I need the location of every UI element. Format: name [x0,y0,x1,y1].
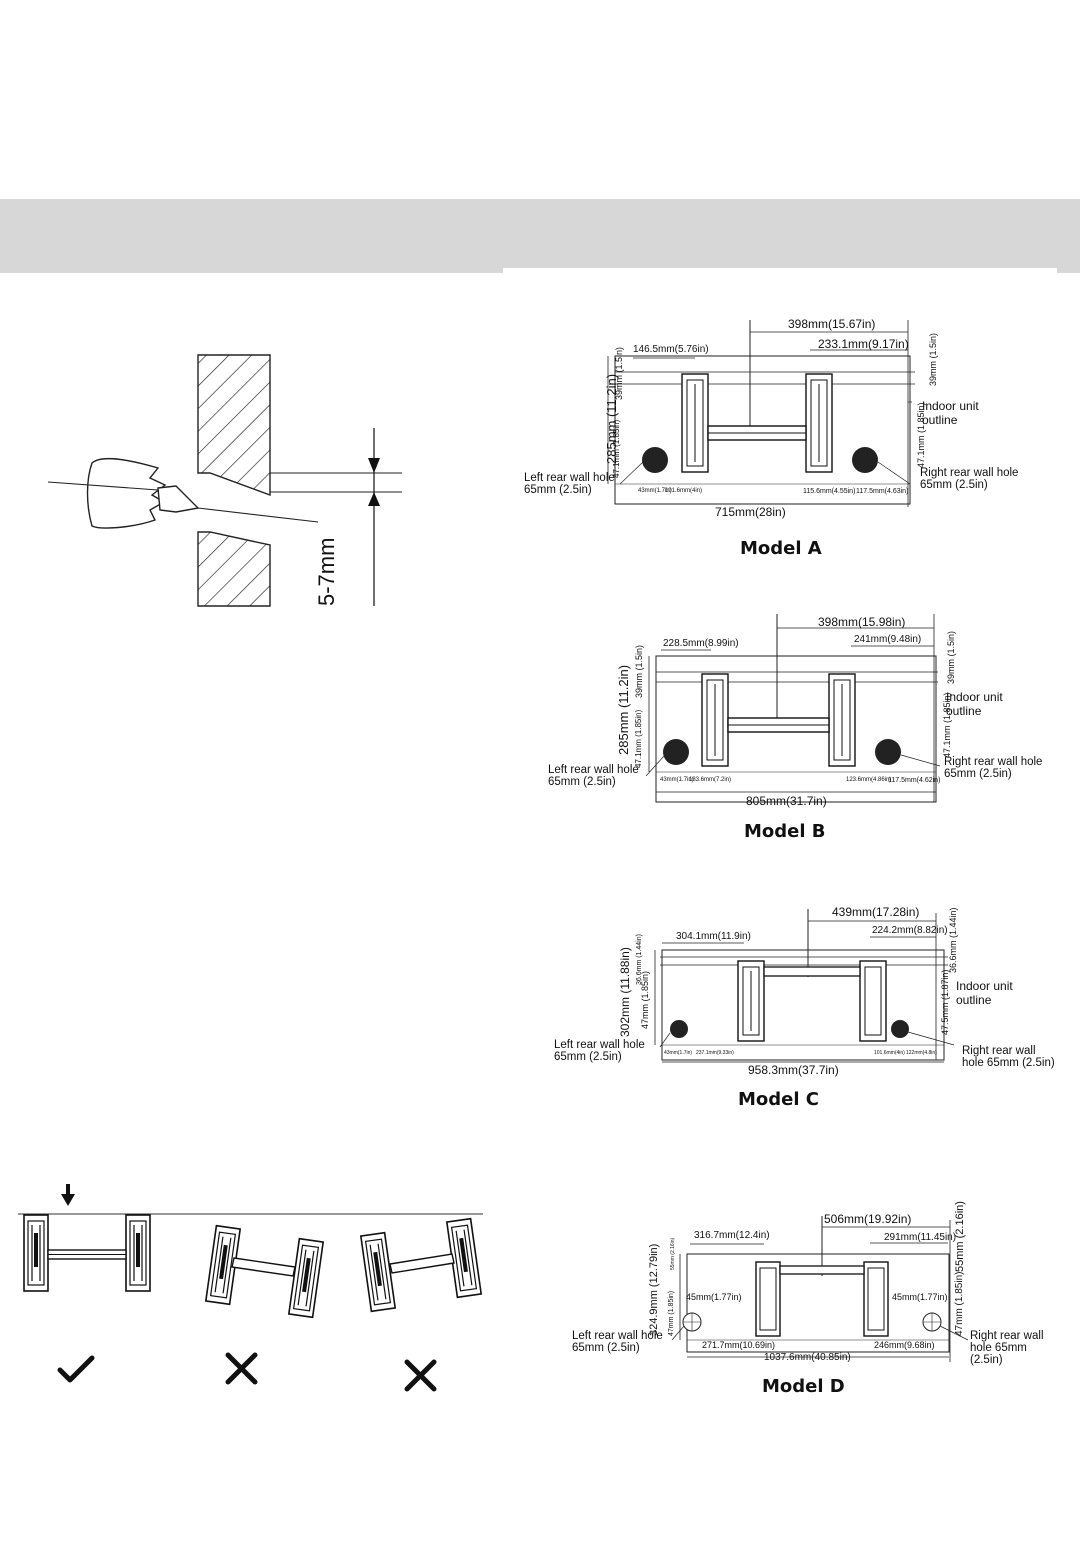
dim-b1: 43mm(1.7in) [638,488,672,494]
dim-height: 285mm (11.2in) [616,664,631,755]
right-hole-label: Right rear wall hole 65mm (2.5in) [962,1045,1055,1069]
model-c-diagram: 439mm(17.28in) 304.1mm(11.9in) 224.2mm(8… [552,905,1058,1115]
dim-b2: 101.6mm(4in) [665,488,703,494]
dim-b4: 117.5mm(4.62in) [888,777,941,784]
dim-b4: 45mm(1.77in) [892,1292,948,1302]
dim-total-width: 805mm(31.7in) [746,794,827,808]
dim-hole-bottom-right: 47.5mm (1.87in) [940,969,950,1035]
dim-right-hook: 224.2mm(8.82in) [872,925,948,936]
bracket-tilted-wrong-2 [360,1217,482,1313]
cross-icon [225,1352,258,1385]
bracket-tilted-wrong-1 [205,1224,324,1319]
dim-right-from-center: 398mm(15.67in) [788,317,876,331]
dim-b4: 117.5mm(4.63in) [856,488,909,495]
left-hole-label: Left rear wall hole 65mm (2.5in) [554,1039,645,1063]
dim-height: 302mm (11.88in) [618,947,632,1037]
dim-right-from-center: 506mm(19.92in) [824,1212,912,1226]
dim-right-hook: 291mm(11.45in) [884,1232,957,1243]
drill-bit [157,485,200,513]
dim-total-width: 1037.6mm(40.85in) [764,1352,851,1363]
dim-b3: 115.6mm(4.55in) [803,488,856,495]
dim-left-hook: 228.5mm(8.99in) [663,638,739,649]
dim-right-hook: 233.1mm(9.17in) [818,337,909,351]
check-icon [57,1355,95,1383]
dim-b2: 237.1mm(9.33in) [696,1050,734,1056]
outline-label: Indoor unit outline [946,690,1003,718]
model-title: Model A [740,538,822,559]
dim-b2: 271.7mm(10.69in) [702,1340,776,1350]
dim-right-hook: 241mm(9.48in) [854,634,922,645]
dim-height: 324.9mm (12.79in) [648,1243,660,1336]
left-hole-label: Left rear wall hole 65mm (2.5in) [524,472,615,496]
model-title: Model C [738,1089,820,1110]
cross-icon [404,1359,437,1392]
model-a-diagram: 398mm(15.67in) 146.5mm(5.76in) 233.1mm(9… [520,312,1050,562]
dim-top-offset-right: 55mm (2.16in) [954,1201,966,1272]
dim-total-width: 715mm(28in) [715,505,786,519]
dim-hole-bottom-right: 47mm (1.85in) [954,1271,965,1336]
dim-left-hook: 316.7mm(12.4in) [694,1230,770,1241]
dim-top-offset-right: 39mm (1.5in) [928,332,938,386]
dim-hole-bottom-left: 47mm (1.85in) [640,970,650,1029]
model-title: Model B [744,821,826,842]
dim-b3: 246mm(9.68in) [874,1340,935,1350]
wall-upper-section [197,354,271,497]
dim-top-offset-left: 39mm (1.5in) [614,346,624,400]
wall-lower-section [197,531,271,607]
drill-body [86,457,167,529]
model-title: Model D [762,1376,845,1397]
right-wall-hole [891,1020,909,1038]
outline-label: Indoor unit outline [922,399,979,427]
down-arrow-icon [66,1184,70,1196]
dim-right-from-center: 398mm(15.98in) [818,615,906,629]
dim-top-offset-left: 39mm (1.5in) [634,644,644,698]
dim-top-offset-left: 55mm (2.16in) [670,1237,676,1270]
right-wall-hole [852,447,878,473]
left-wall-hole [663,739,689,765]
dim-total-width: 958.3mm(37.7in) [748,1063,839,1077]
right-wall-hole [875,739,901,765]
dim-b1: 45mm(1.77in) [686,1292,742,1302]
left-hole-label: Left rear wall hole 65mm (2.5in) [548,764,639,788]
dim-b2: 183.6mm(7.2in) [689,777,732,783]
dim-top-offset-right: 36.6mm (1.44in) [948,907,958,973]
right-hole-label: Right rear wall hole 65mm (2.5in) [944,756,1043,780]
left-hole-label: Left rear wall hole 65mm (2.5in) [572,1330,663,1354]
left-wall-hole [670,1020,688,1038]
dim-b4: 122mm(4.8in) [906,1050,937,1056]
header-band-notch [503,268,1057,273]
header-band [0,199,1080,273]
dim-hole-bottom-left: 47.1mm (1.85in) [634,709,643,768]
model-b-diagram: 398mm(15.98in) 228.5mm(8.99in) 241mm(9.4… [546,610,1056,850]
wall-drill-diagram: 5-7mm [47,354,402,607]
left-wall-hole [642,447,668,473]
bracket-alignment-diagram [18,1184,483,1392]
right-hole-label: Right rear wall hole 65mm (2.5in) [920,467,1019,491]
dim-b3: 123.6mm(4.86in) [846,777,892,783]
bracket-level-correct [23,1214,151,1292]
model-d-diagram: 506mm(19.92in) 316.7mm(12.4in) 291mm(11.… [572,1201,1058,1400]
dim-b3: 101.6mm(4in) [874,1050,905,1056]
dim-left-hook: 304.1mm(11.9in) [676,931,751,942]
gap-label: 5-7mm [314,538,339,606]
right-hole-label: Right rear wall hole 65mm (2.5in) [970,1330,1044,1366]
dim-right-from-center: 439mm(17.28in) [832,905,920,919]
outline-label: Indoor unit outline [956,979,1013,1007]
dim-left-hook: 146.5mm(5.76in) [633,344,709,355]
dim-top-offset-right: 39mm (1.5in) [946,630,956,684]
dim-b1: 43mm(1.7in) [660,777,694,783]
dim-b1: 43mm(1.7in) [664,1050,693,1056]
dim-hole-bottom-left: 47.1mm (1.85in) [612,419,621,478]
